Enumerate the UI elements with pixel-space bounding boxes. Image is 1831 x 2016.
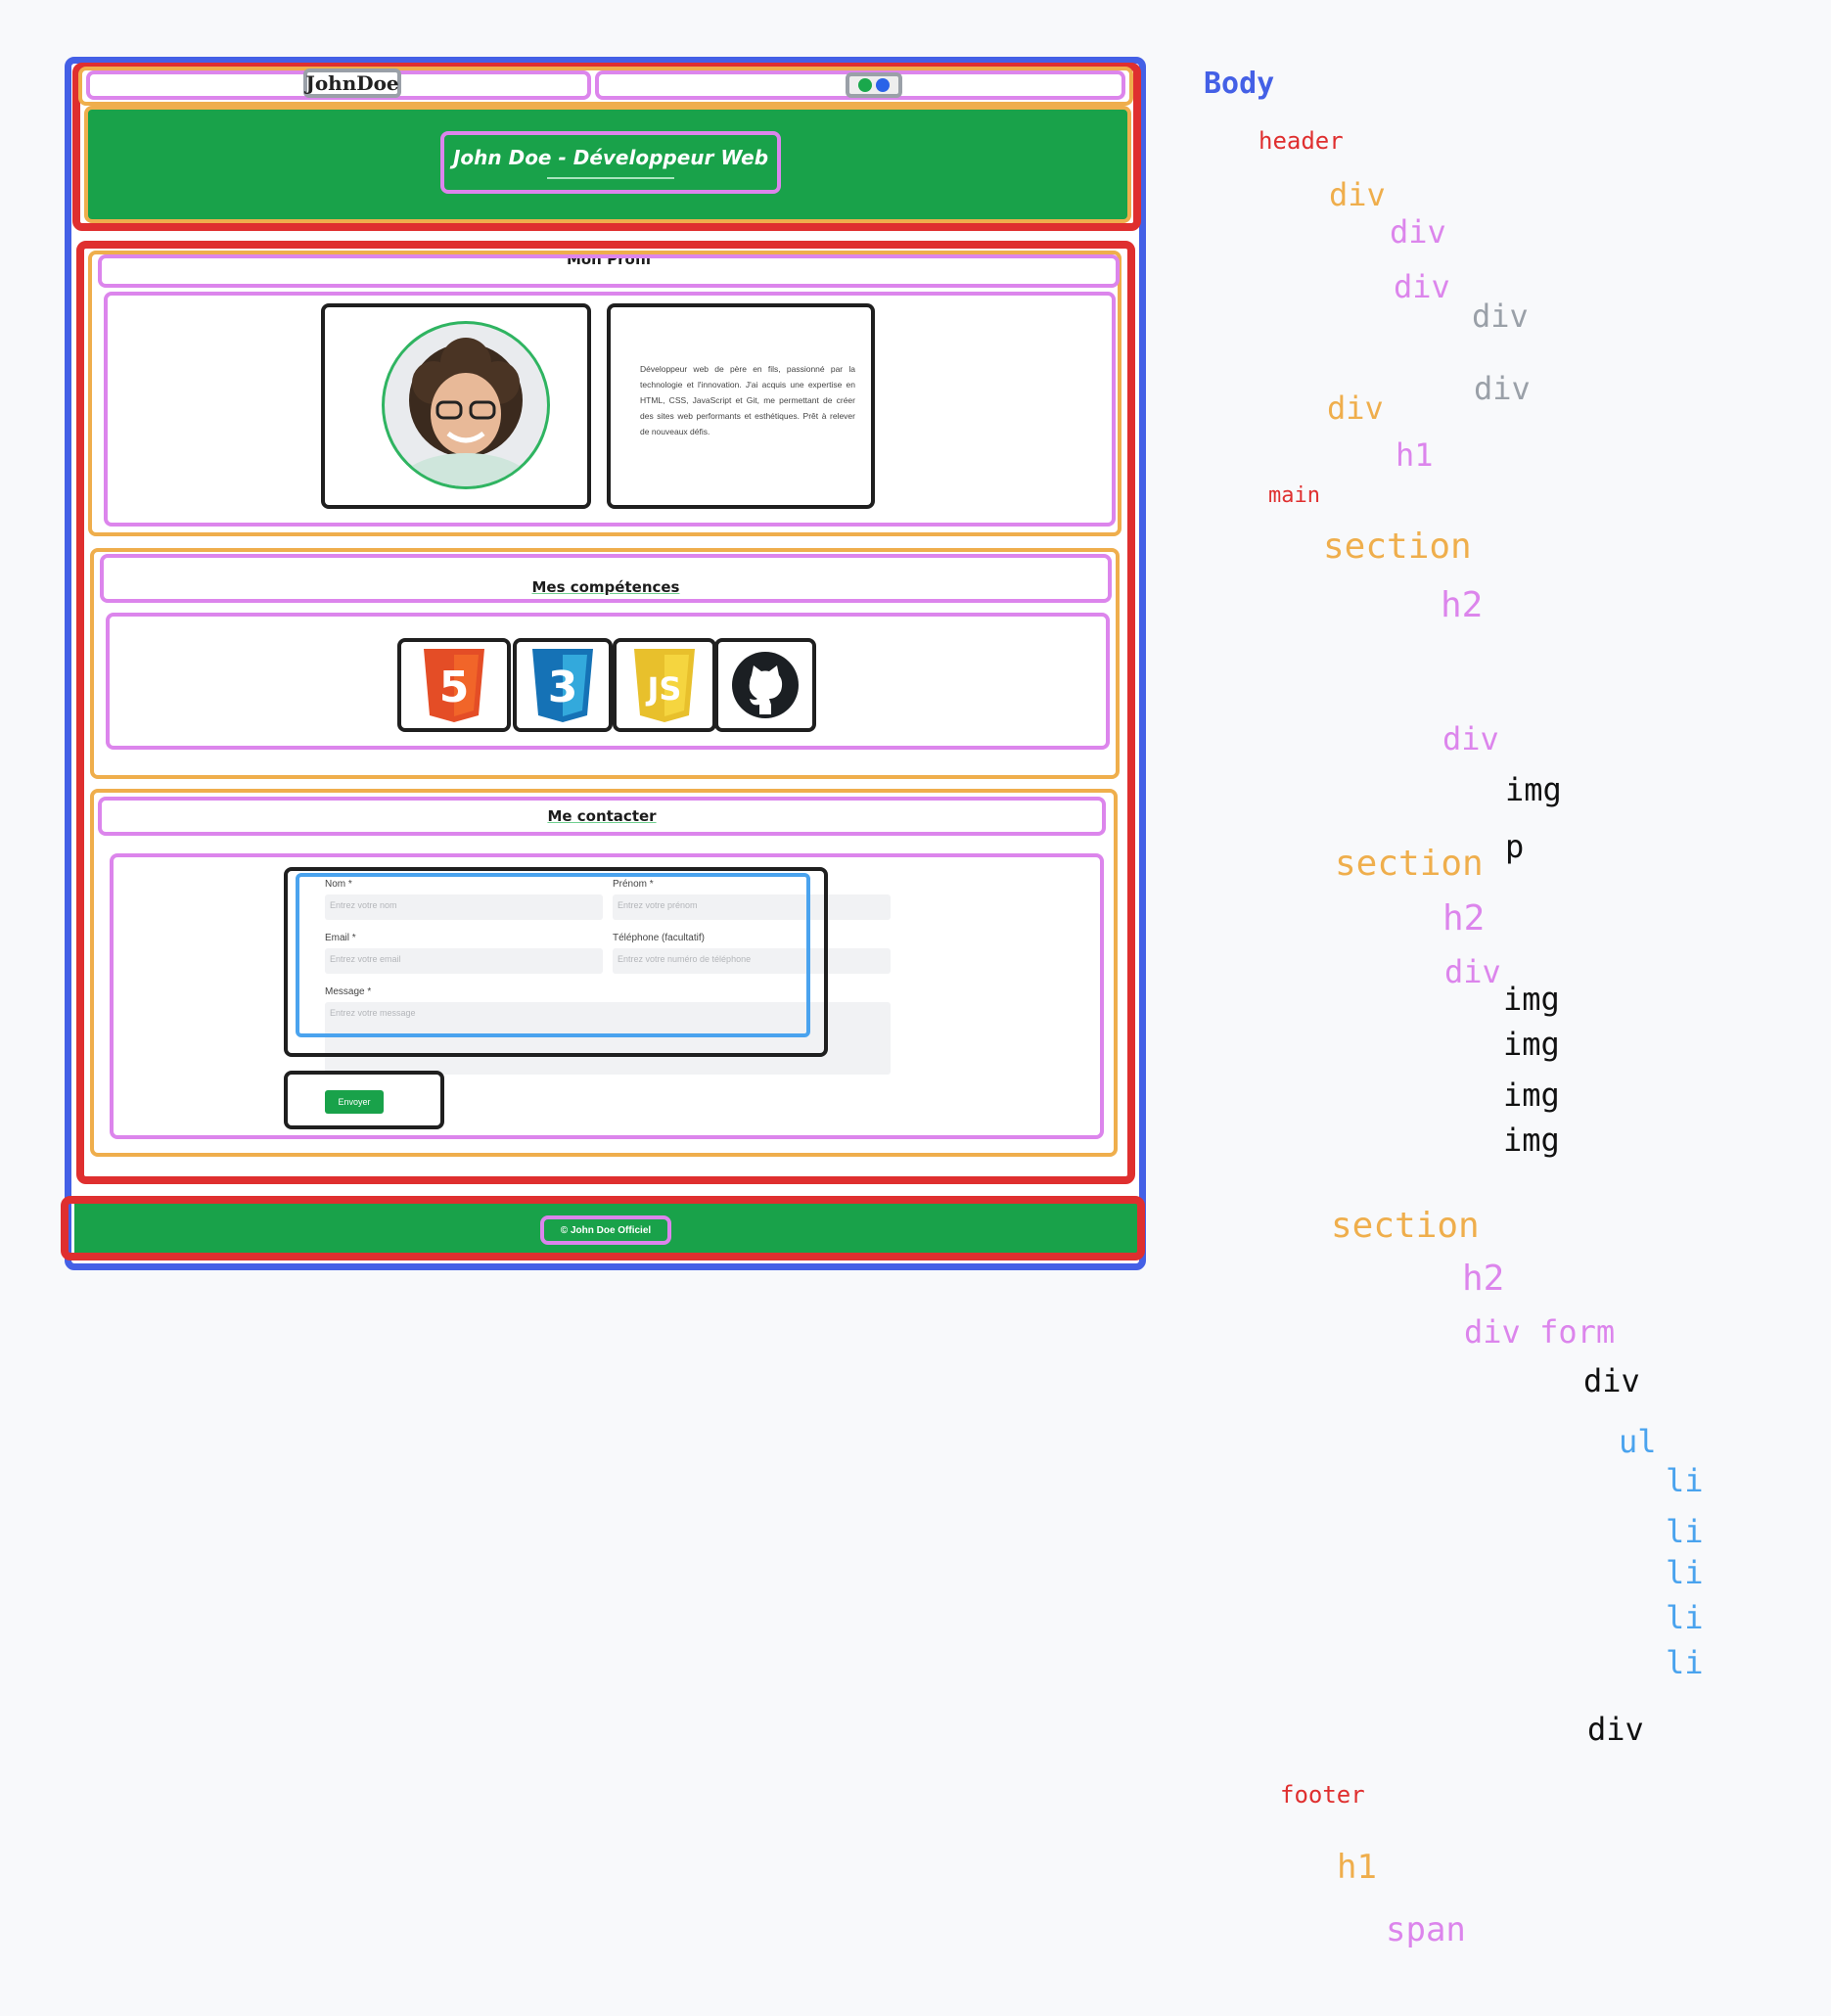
section-skills: [90, 548, 1120, 779]
tree-label-footer: footer: [1280, 1781, 1365, 1809]
field-label-prenom: Prénom *: [613, 879, 654, 890]
profile-content-div: [104, 292, 1116, 527]
tree-label-header: header: [1259, 127, 1344, 155]
contact-heading-box: Me contacter: [98, 797, 1106, 836]
header-title-box: John Doe - Développeur Web: [440, 131, 781, 194]
tree-label-section3-div2: div: [1587, 1711, 1644, 1748]
skill-javascript: JS: [613, 638, 716, 732]
page-title: John Doe - Développeur Web: [452, 146, 769, 169]
email-input[interactable]: Entrez votre email: [325, 948, 603, 974]
section-profile: [88, 251, 1121, 536]
tree-label-section1: section: [1323, 527, 1472, 567]
submit-button-label: Envoyer: [338, 1097, 371, 1107]
profile-bio: Développeur web de père en fils, passion…: [640, 364, 855, 436]
logo: JohnDoe: [303, 69, 401, 98]
tree-label-li-4: li: [1666, 1599, 1704, 1636]
message-textarea[interactable]: Entrez votre message: [325, 1002, 891, 1075]
title-underline: [547, 177, 674, 179]
tree-label-section2-img2: img: [1503, 1026, 1560, 1063]
tree-label-section2-img1: img: [1503, 981, 1560, 1018]
form-list-outline: [296, 873, 810, 1037]
header-top-div: [78, 67, 1133, 106]
profile-heading-box: Mon Profil: [98, 254, 1120, 288]
footer-text: © John Doe Officiel: [560, 1224, 652, 1236]
tree-label-header-div-div1: div: [1390, 213, 1446, 251]
tree-label-section2-h2: h2: [1442, 898, 1486, 939]
skills-heading-box: Mes compétences: [100, 554, 1112, 603]
skill-html5: 5: [397, 638, 511, 732]
field-label-telephone: Téléphone (facultatif): [613, 933, 705, 943]
tree-label-section1-p: p: [1505, 828, 1525, 865]
contact-heading: Me contacter: [547, 807, 657, 825]
tree-label-section2-div: div: [1444, 953, 1501, 990]
github-icon: [732, 652, 799, 718]
tree-label-li-1: li: [1666, 1462, 1704, 1499]
tree-label-body: Body: [1204, 67, 1275, 101]
logo-text: JohnDoe: [305, 71, 399, 95]
submit-button[interactable]: Envoyer: [325, 1090, 384, 1114]
skill-css3: 3: [513, 638, 613, 732]
profile-avatar: [382, 321, 550, 489]
svg-text:3: 3: [548, 663, 578, 712]
tree-label-header-h1: h1: [1396, 436, 1434, 474]
prenom-input[interactable]: Entrez votre prénom: [613, 894, 891, 920]
skill-github: [714, 638, 816, 732]
tree-label-li-5: li: [1666, 1644, 1704, 1681]
html5-icon: 5: [424, 649, 484, 722]
javascript-icon: JS: [634, 649, 695, 722]
nom-input[interactable]: Entrez votre nom: [325, 894, 603, 920]
tree-label-footer-span: span: [1386, 1910, 1466, 1949]
svg-text:5: 5: [439, 663, 470, 712]
tree-label-section3-divform: div form: [1464, 1313, 1616, 1351]
tree-label-div-gray-b: div: [1474, 370, 1531, 407]
dom-tree-labels: Body header div div div div div div h1 m…: [1174, 0, 1831, 2016]
tree-label-section2: section: [1335, 844, 1484, 884]
telephone-input[interactable]: Entrez votre numéro de téléphone: [613, 948, 891, 974]
field-label-nom: Nom *: [325, 879, 352, 890]
tree-label-section1-div: div: [1442, 720, 1499, 757]
tree-label-section1-h2: h2: [1441, 585, 1484, 625]
footer-bg: [74, 1202, 1143, 1257]
section-contact: [90, 789, 1118, 1157]
profile-heading: Mon Profil: [566, 254, 652, 268]
css3-icon: 3: [532, 649, 593, 722]
tree-label-header-div-div2: div: [1394, 268, 1450, 305]
form-div-outline: [284, 867, 828, 1057]
wireframe: JohnDoe John Doe - Développeur Web Mon P…: [0, 0, 1174, 1292]
tree-label-section3-div: div: [1583, 1362, 1640, 1399]
tree-label-li-3: li: [1666, 1554, 1704, 1591]
tree-label-section1-img: img: [1505, 771, 1562, 808]
tree-label-section2-img3: img: [1503, 1077, 1560, 1114]
svg-text:JS: JS: [646, 670, 682, 708]
green-dot-icon: [858, 78, 872, 92]
tree-label-header-div: div: [1329, 176, 1386, 213]
tree-label-li-2: li: [1666, 1513, 1704, 1550]
theme-toggle[interactable]: [846, 72, 902, 98]
tree-label-main: main: [1268, 483, 1320, 508]
skills-heading: Mes compétences: [531, 578, 680, 596]
tree-label-header-div2: div: [1327, 389, 1384, 427]
tree-label-section2-img4: img: [1503, 1122, 1560, 1159]
tree-label-section3: section: [1331, 1206, 1480, 1246]
tree-label-footer-h1: h1: [1337, 1848, 1377, 1887]
main-outline: [76, 241, 1135, 1184]
contact-form-div: [110, 853, 1104, 1139]
tree-label-div-gray-a: div: [1472, 298, 1529, 335]
submit-div-outline: [284, 1071, 444, 1129]
header-title-div: [84, 106, 1131, 223]
footer-span-box: © John Doe Officiel: [540, 1215, 671, 1245]
field-label-message: Message *: [325, 986, 372, 997]
tree-label-section3-h2: h2: [1462, 1259, 1505, 1299]
blue-dot-icon: [876, 78, 890, 92]
tree-label-ul: ul: [1619, 1423, 1657, 1460]
skills-icons-div: [106, 613, 1110, 750]
field-label-email: Email *: [325, 933, 356, 943]
profile-bio-box: Développeur web de père en fils, passion…: [607, 303, 875, 509]
footer-outline: [61, 1196, 1145, 1260]
